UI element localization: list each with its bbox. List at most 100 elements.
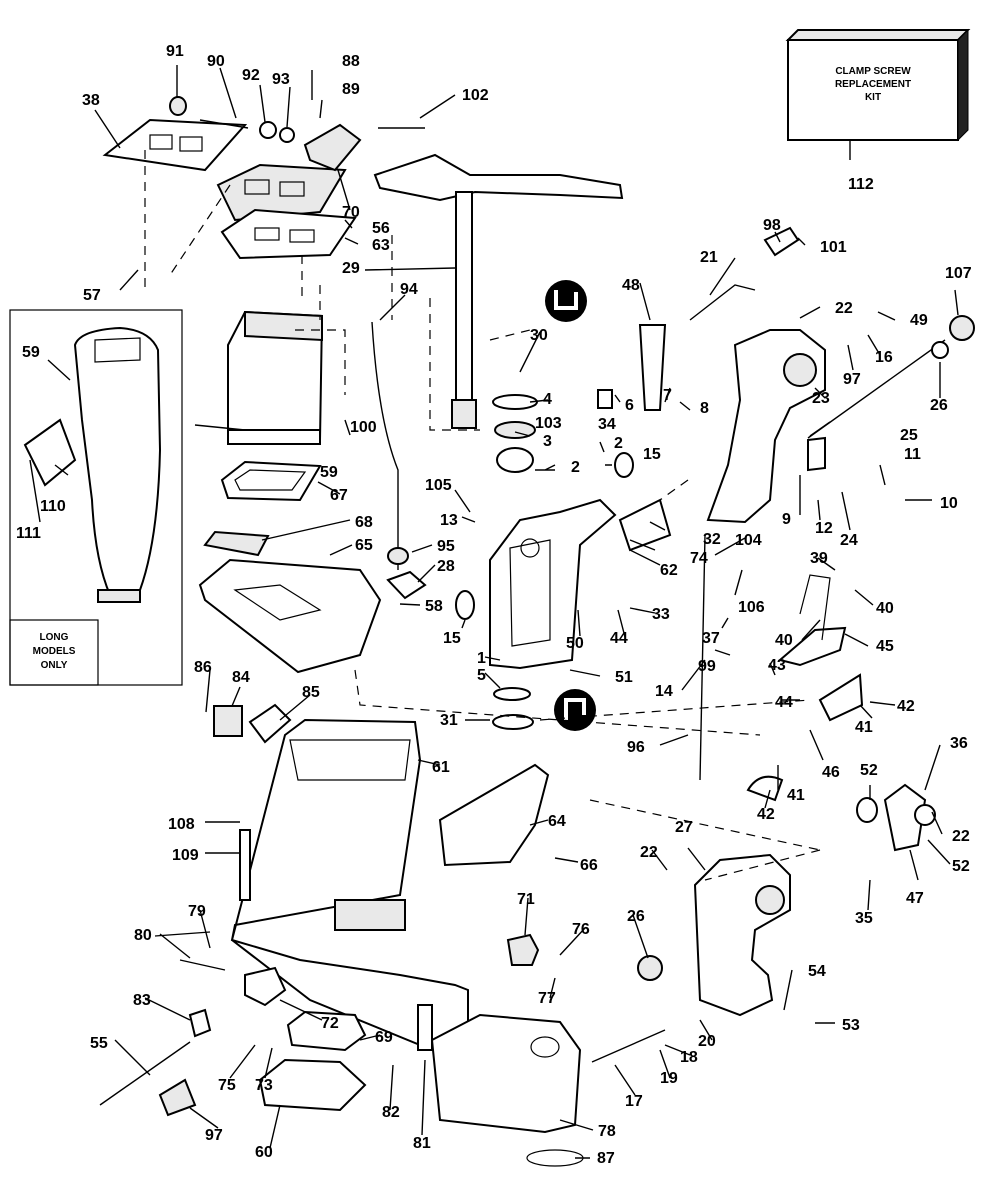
callout-70: 70 [342, 204, 360, 221]
callout-11: 11 [904, 446, 921, 463]
stern-bracket-left [693, 853, 791, 1017]
callout-62: 62 [660, 562, 678, 579]
callout-42b: 42 [757, 806, 775, 823]
washer-15a [614, 452, 634, 478]
callout-64: 64 [548, 813, 566, 830]
callout-95: 95 [437, 538, 455, 555]
stern-bracket-right [706, 329, 826, 524]
washer-52b [914, 804, 936, 826]
callout-108: 108 [168, 816, 195, 833]
callout-41a: 41 [855, 719, 873, 736]
callout-99: 99 [698, 658, 716, 675]
callout-15a: 15 [643, 446, 661, 463]
callout-43: 43 [768, 657, 786, 674]
callout-98: 98 [763, 217, 781, 234]
callout-52a: 52 [860, 762, 878, 779]
assembly-guide-lines [144, 150, 821, 881]
callout-49: 49 [910, 312, 928, 329]
side-cover-78 [430, 1013, 582, 1134]
callout-76: 76 [572, 921, 590, 938]
inset-line-3: ONLY [41, 660, 68, 671]
callout-66: 66 [580, 857, 598, 874]
callout-26a: 26 [930, 397, 948, 414]
plug-95 [387, 547, 409, 565]
callout-2b: 2 [571, 459, 580, 476]
lever-48 [638, 324, 667, 411]
tilt-tube-thread [809, 421, 831, 437]
inset-line-1: LONG [40, 632, 69, 643]
callout-19: 19 [660, 1070, 678, 1087]
callout-9: 9 [782, 511, 791, 528]
shaft-90 [194, 424, 246, 431]
callout-45: 45 [876, 638, 894, 655]
callout-94: 94 [400, 281, 418, 298]
kit-box-line-2: REPLACEMENT [835, 79, 911, 90]
rod-17 [591, 1029, 666, 1063]
callout-23: 23 [812, 390, 830, 407]
callout-72: 72 [321, 1015, 339, 1032]
callout-22a: 22 [835, 300, 853, 317]
kit-box-line-3: KIT [865, 92, 881, 103]
clip-83 [188, 1008, 212, 1038]
callout-31: 31 [440, 712, 458, 729]
link-41b [818, 673, 864, 722]
callout-38: 38 [82, 92, 100, 109]
tilt-tube [807, 339, 946, 439]
callout-58: 58 [425, 598, 443, 615]
callout-59a: 59 [22, 344, 40, 361]
callout-77: 77 [538, 990, 556, 1007]
callout-13: 13 [440, 512, 458, 529]
unlock-icon [554, 689, 596, 731]
knob-97 [158, 1078, 197, 1117]
bushing-32 [618, 498, 672, 552]
bolt-lines [154, 931, 226, 971]
callout-10: 10 [940, 495, 958, 512]
callout-82: 82 [382, 1104, 400, 1121]
washer-52a [856, 797, 878, 823]
callout-27: 27 [675, 819, 693, 836]
callout-26b: 26 [627, 908, 645, 925]
callout-81: 81 [413, 1135, 431, 1152]
callout-22c: 22 [640, 844, 658, 861]
callout-33: 33 [652, 606, 670, 623]
callout-74: 74 [690, 550, 708, 567]
leader-lines [29, 65, 959, 1159]
bracket-72 [244, 966, 287, 1007]
cover-opening [530, 1036, 560, 1058]
callout-55: 55 [90, 1035, 108, 1052]
callout-78: 78 [598, 1123, 616, 1140]
callout-16: 16 [875, 349, 893, 366]
callout-73: 73 [255, 1077, 273, 1094]
bolt-109 [239, 829, 251, 901]
callout-85: 85 [302, 684, 320, 701]
exhaust-housing [230, 718, 469, 1046]
callout-44b: 44 [775, 694, 793, 711]
callout-1: 1 [477, 650, 486, 667]
callout-39: 39 [810, 550, 828, 567]
callout-34: 34 [598, 416, 616, 433]
callout-8: 8 [700, 400, 709, 417]
callout-97b: 97 [205, 1127, 223, 1144]
callout-24: 24 [840, 532, 858, 549]
callout-96: 96 [627, 739, 645, 756]
callout-52b: 52 [952, 858, 970, 875]
callout-7: 7 [663, 387, 672, 404]
callout-92: 92 [242, 67, 260, 84]
callout-29: 29 [342, 260, 360, 277]
callout-42a: 42 [897, 698, 915, 715]
callout-91: 91 [166, 43, 184, 60]
callout-18: 18 [680, 1049, 698, 1066]
callout-109: 109 [172, 847, 199, 864]
callout-12: 12 [815, 520, 833, 537]
callout-44a: 44 [610, 630, 628, 647]
callout-97a: 97 [843, 371, 861, 388]
callout-90: 90 [207, 53, 225, 70]
callout-51: 51 [615, 669, 633, 686]
callout-104: 104 [735, 532, 762, 549]
callout-48: 48 [622, 277, 640, 294]
callout-67: 67 [330, 487, 348, 504]
link-41 [746, 775, 784, 802]
callout-41b: 41 [787, 787, 805, 804]
washer-91 [169, 96, 187, 116]
springs-40 [799, 574, 831, 641]
